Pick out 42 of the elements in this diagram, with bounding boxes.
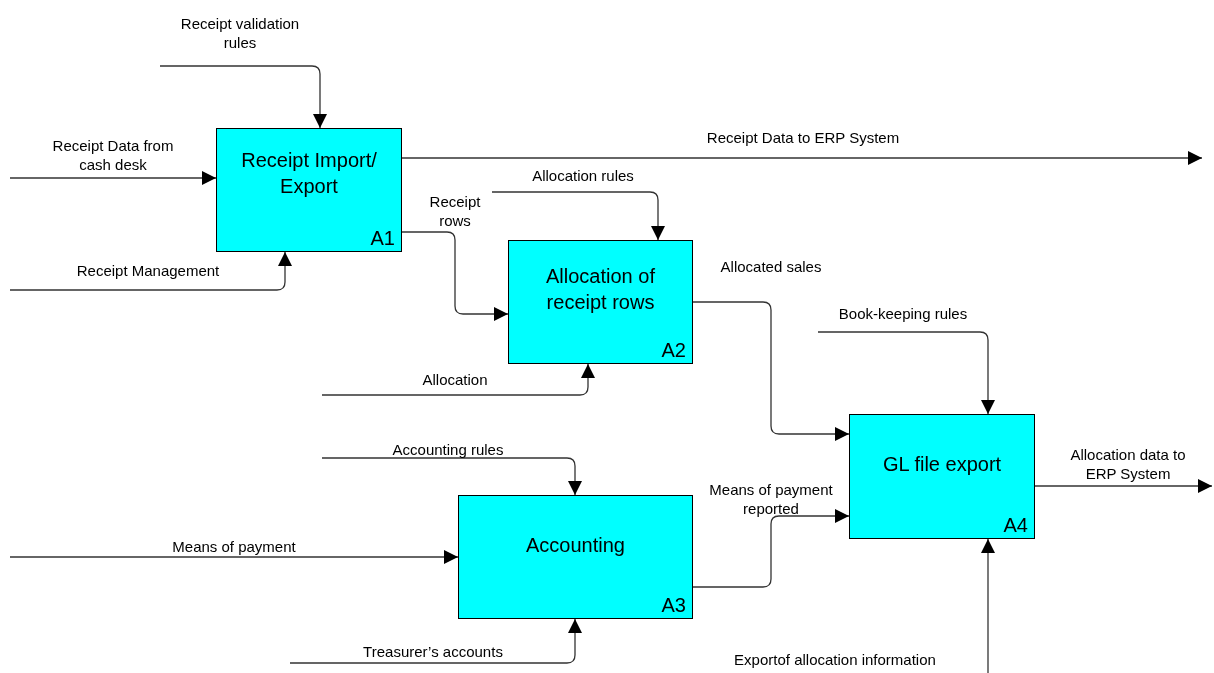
- activity-box: [216, 128, 402, 252]
- edge-label: Receipt Data from cash desk: [51, 136, 175, 174]
- edge-label: Book-keeping rules: [838, 303, 968, 323]
- activity-box: [508, 240, 693, 364]
- arrow: [159, 65, 327, 129]
- activity-name: Allocation of receipt rows: [545, 264, 656, 315]
- arrow: [401, 151, 1203, 165]
- edge-label: Allocation: [422, 369, 488, 389]
- edge-label: Receipt rows: [428, 192, 482, 230]
- arrow: [401, 231, 509, 321]
- activity-number: A4: [1003, 514, 1028, 536]
- edge-label: Means of payment reported: [708, 480, 834, 518]
- edge-label: Receipt validation rules: [179, 14, 301, 52]
- edge-label: Allocated sales: [720, 256, 822, 276]
- activity-name: GL file export: [881, 452, 1003, 477]
- edge-label: Allocation data to ERP System: [1069, 445, 1187, 483]
- arrow: [9, 550, 459, 564]
- arrow: [817, 331, 995, 415]
- arrow: [321, 457, 582, 496]
- edge-label: Treasurer’s accounts: [363, 641, 503, 661]
- activity-box: [849, 414, 1035, 539]
- arrow: [692, 301, 850, 441]
- edge-label: Exportof allocation information: [734, 649, 936, 669]
- edge-label: Allocation rules: [532, 165, 634, 185]
- activity-number: A2: [661, 339, 686, 361]
- activity-box: [458, 495, 693, 619]
- arrow: [1034, 479, 1213, 493]
- arrow: [981, 538, 995, 673]
- arrow: [9, 171, 217, 185]
- edge-label: Receipt Management: [76, 260, 220, 280]
- edge-label: Receipt Data to ERP System: [706, 127, 900, 147]
- edge-label: Means of payment: [172, 536, 296, 556]
- arrow: [491, 191, 665, 241]
- arrow: [692, 509, 850, 588]
- activity-name: Receipt Import/ Export: [240, 148, 378, 199]
- arrow: [321, 363, 595, 396]
- edge-label: Accounting rules: [392, 439, 504, 459]
- activity-number: A1: [370, 227, 395, 249]
- activity-name: Accounting: [525, 533, 626, 558]
- activity-number: A3: [661, 594, 686, 616]
- arrow: [289, 618, 582, 664]
- arrow: [9, 251, 292, 291]
